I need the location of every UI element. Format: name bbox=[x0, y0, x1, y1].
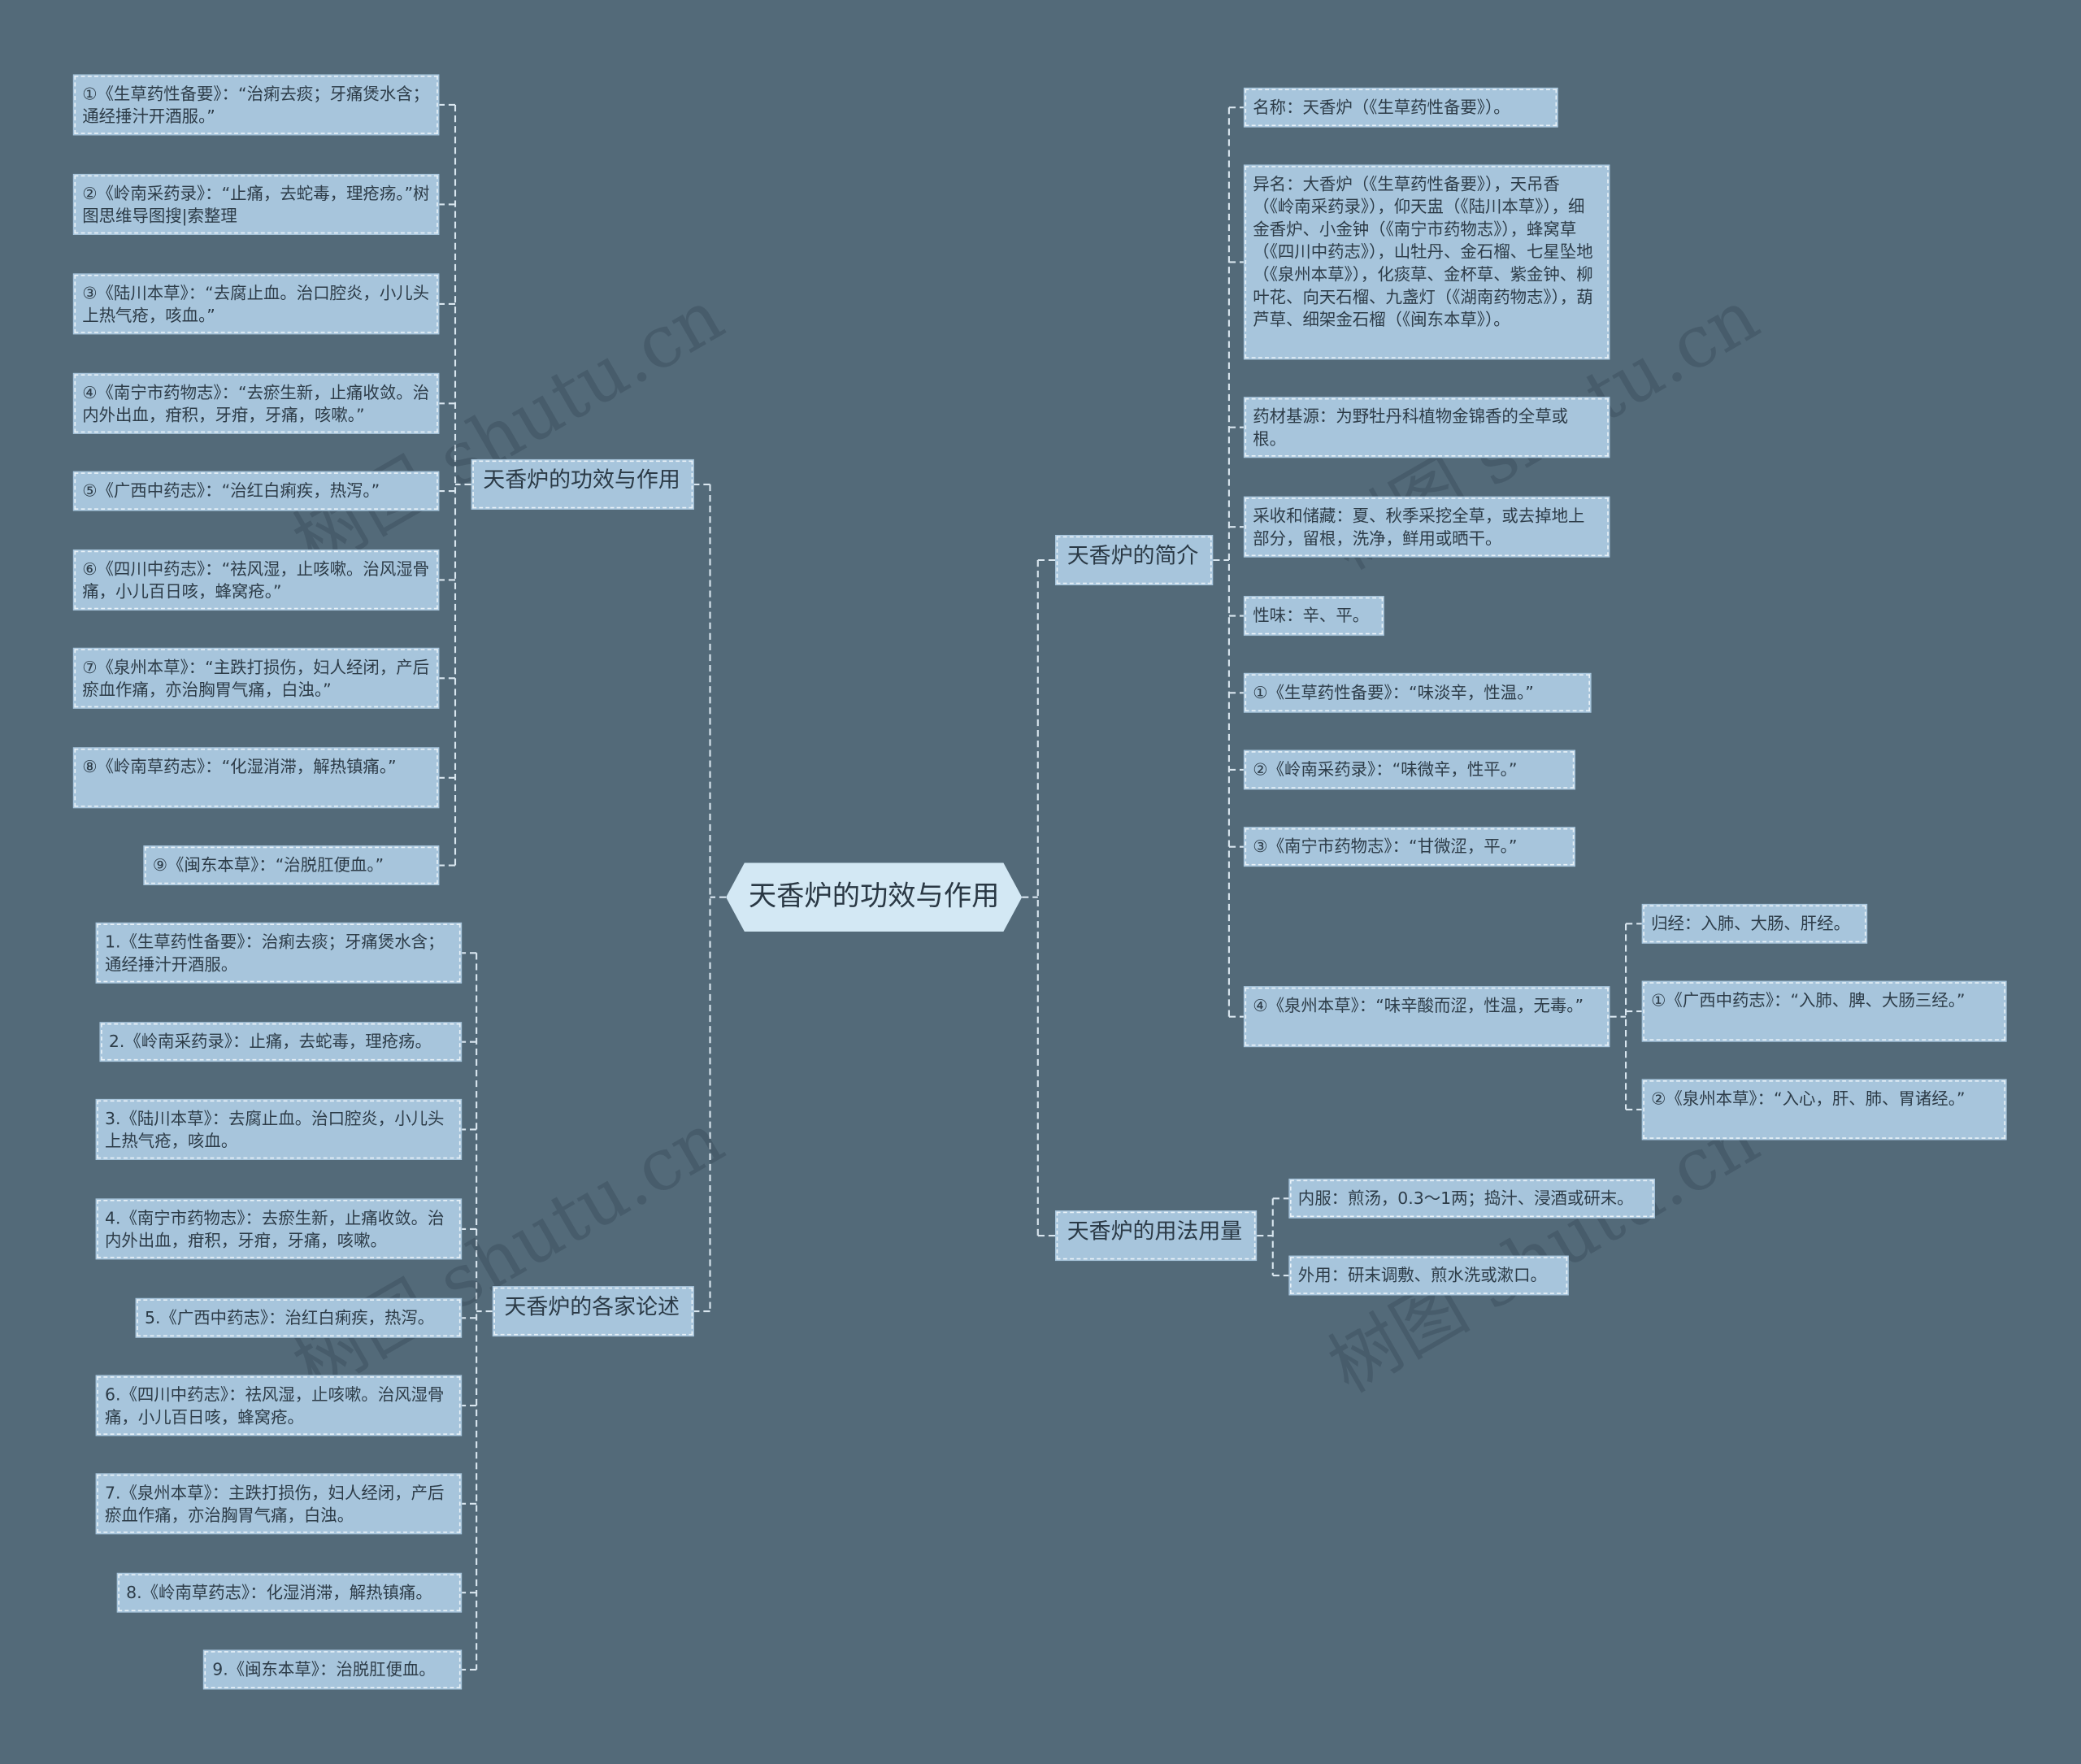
leaf-jianjie[interactable]: 异名：大香炉（《生草药性备要》），天吊香（《岭南采药录》），仰天盅（《陆川本草》… bbox=[1243, 164, 1610, 360]
leaf-guijing[interactable]: ②《泉州本草》：“入心，肝、肺、胃诸经。” bbox=[1641, 1079, 2007, 1141]
leaf-lunshu[interactable]: 3.《陆川本草》：去腐止血。治口腔炎，小儿头上热气疮，咳血。 bbox=[95, 1098, 463, 1160]
branch-gongxiao[interactable]: 天香炉的功效与作用 bbox=[471, 458, 694, 510]
leaf-lunshu[interactable]: 8.《岭南草药志》：化湿消滞，解热镇痛。 bbox=[116, 1572, 463, 1613]
leaf-jianjie[interactable]: ③《南宁市药物志》：“甘微涩，平。” bbox=[1243, 827, 1576, 867]
leaf-gongxiao[interactable]: ①《生草药性备要》：“治痢去痰；牙痛煲水含；通经捶汁开酒服。” bbox=[72, 74, 440, 136]
leaf-jianjie[interactable]: 药材基源：为野牡丹科植物金锦香的全草或根。 bbox=[1243, 397, 1610, 458]
leaf-jianjie[interactable]: ④《泉州本草》：“味辛酸而涩，性温，无毒。” bbox=[1243, 986, 1610, 1048]
leaf-guijing[interactable]: 归经：入肺、大肠、肝经。 bbox=[1641, 903, 1868, 944]
leaf-jianjie[interactable]: 采收和储藏：夏、秋季采挖全草，或去掉地上部分，留根，洗净，鲜用或晒干。 bbox=[1243, 496, 1610, 558]
leaf-gongxiao[interactable]: ②《岭南采药录》：“止痛，去蛇毒，理疮疡。”树图思维导图搜|索整理 bbox=[72, 173, 440, 235]
leaf-gongxiao[interactable]: ③《陆川本草》：“去腐止血。治口腔炎，小儿头上热气疮，咳血。” bbox=[72, 273, 440, 335]
leaf-jianjie[interactable]: 名称：天香炉（《生草药性备要》）。 bbox=[1243, 87, 1558, 128]
leaf-lunshu[interactable]: 9.《闽东本草》：治脱肛便血。 bbox=[202, 1649, 463, 1690]
leaf-lunshu[interactable]: 4.《南宁市药物志》：去瘀生新，止痛收敛。治内外出血，疳积，牙疳，牙痛，咳嗽。 bbox=[95, 1198, 463, 1260]
leaf-lunshu[interactable]: 1.《生草药性备要》：治痢去痰；牙痛煲水含；通经捶汁开酒服。 bbox=[95, 922, 463, 984]
leaf-lunshu[interactable]: 5.《广西中药志》：治红白痢疾，热泻。 bbox=[135, 1297, 463, 1338]
root-topic[interactable]: 天香炉的功效与作用 bbox=[726, 862, 1022, 932]
leaf-lunshu[interactable]: 2.《岭南采药录》：止痛，去蛇毒，理疮疡。 bbox=[99, 1022, 463, 1062]
leaf-gongxiao[interactable]: ⑧《岭南草药志》：“化湿消滞，解热镇痛。” bbox=[72, 747, 440, 809]
branch-jianjie[interactable]: 天香炉的简介 bbox=[1054, 534, 1214, 586]
leaf-yongfa[interactable]: 外用：研末调敷、煎水洗或漱口。 bbox=[1288, 1255, 1569, 1296]
leaf-gongxiao[interactable]: ⑦《泉州本草》：“主跌打损伤，妇人经闭，产后瘀血作痛，亦治胸胃气痛，白浊。” bbox=[72, 647, 440, 709]
leaf-jianjie[interactable]: ①《生草药性备要》：“味淡辛，性温。” bbox=[1243, 672, 1592, 713]
branch-yongfa[interactable]: 天香炉的用法用量 bbox=[1054, 1210, 1258, 1262]
leaf-guijing[interactable]: ①《广西中药志》：“入肺、脾、大肠三经。” bbox=[1641, 980, 2007, 1042]
leaf-gongxiao[interactable]: ⑥《四川中药志》：“祛风湿，止咳嗽。治风湿骨痛，小儿百日咳，蜂窝疮。” bbox=[72, 549, 440, 611]
branch-lunshu[interactable]: 天香炉的各家论述 bbox=[492, 1286, 694, 1337]
leaf-jianjie[interactable]: ②《岭南采药录》：“味微辛，性平。” bbox=[1243, 749, 1576, 790]
leaf-gongxiao[interactable]: ④《南宁市药物志》：“去瘀生新，止痛收敛。治内外出血，疳积，牙疳，牙痛，咳嗽。” bbox=[72, 372, 440, 434]
leaf-jianjie[interactable]: 性味：辛、平。 bbox=[1243, 596, 1384, 637]
leaf-yongfa[interactable]: 内服：煎汤，0.3～1两；捣汁、浸酒或研末。 bbox=[1288, 1178, 1655, 1219]
leaf-gongxiao[interactable]: ⑨《闽东本草》：“治脱肛便血。” bbox=[143, 845, 440, 886]
leaf-lunshu[interactable]: 6.《四川中药志》：祛风湿，止咳嗽。治风湿骨痛，小儿百日咳，蜂窝疮。 bbox=[95, 1375, 463, 1436]
leaf-lunshu[interactable]: 7.《泉州本草》：主跌打损伤，妇人经闭，产后瘀血作痛，亦治胸胃气痛，白浊。 bbox=[95, 1473, 463, 1535]
leaf-gongxiao[interactable]: ⑤《广西中药志》：“治红白痢疾，热泻。” bbox=[72, 471, 440, 511]
